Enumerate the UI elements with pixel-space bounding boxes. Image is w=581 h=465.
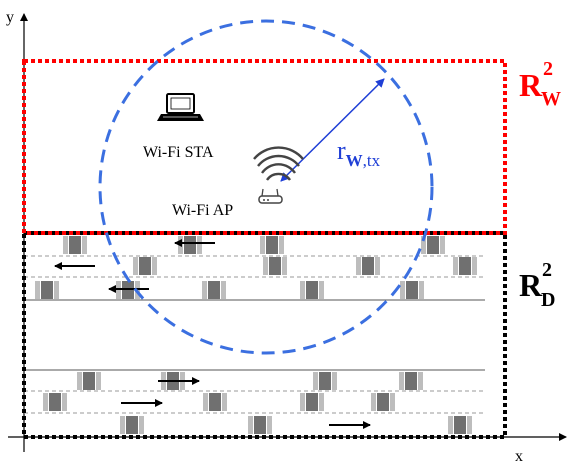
road-region-label-sub: D (541, 289, 555, 311)
sta-label: Wi-Fi STA (143, 144, 214, 161)
road-region-label-sup: 2 (542, 259, 552, 281)
road-region-label: R 2 D (519, 259, 555, 311)
radius-label-sub-rest: ,tx (363, 151, 381, 170)
vehicle (43, 393, 67, 411)
wifi-region-box (22, 59, 507, 235)
vehicle (63, 236, 87, 254)
axes: y x (6, 9, 567, 465)
vehicle (399, 372, 423, 390)
vehicle (178, 236, 202, 254)
radius-label-sub-bold: W (346, 151, 363, 170)
vehicle (300, 393, 324, 411)
vehicle (400, 281, 424, 299)
vehicle (300, 281, 324, 299)
wifi-region-label: R 2 W (519, 58, 561, 110)
laptop-icon (157, 93, 204, 121)
vehicle (260, 236, 284, 254)
vehicle (421, 236, 445, 254)
vehicle (263, 257, 287, 275)
vehicle (248, 416, 272, 434)
vehicles (35, 236, 477, 434)
y-axis-label: y (6, 9, 14, 26)
wifi-region-label-sub: W (541, 88, 561, 110)
radius-label-main: r (337, 136, 346, 165)
road-region-label-main: R (519, 267, 543, 303)
road-region-box (22, 231, 507, 439)
vehicle (453, 257, 477, 275)
vehicle (202, 281, 226, 299)
vehicle (356, 257, 380, 275)
lane-lines (24, 255, 485, 414)
vehicle (133, 257, 157, 275)
wifi-region-label-main: R (519, 67, 543, 103)
vehicle (120, 416, 144, 434)
vehicle (448, 416, 472, 434)
vehicle (313, 372, 337, 390)
coverage-circle (98, 19, 434, 355)
x-axis-label: x (515, 448, 523, 465)
wifi-region-label-sup: 2 (543, 58, 553, 80)
vehicle (203, 393, 227, 411)
vehicle (35, 281, 59, 299)
vehicle (371, 393, 395, 411)
router-icon (253, 146, 304, 204)
vehicle (77, 372, 101, 390)
direction-arrows (54, 239, 371, 429)
ap-label: Wi-Fi AP (172, 202, 233, 219)
radius-label: rW,tx (337, 136, 381, 170)
